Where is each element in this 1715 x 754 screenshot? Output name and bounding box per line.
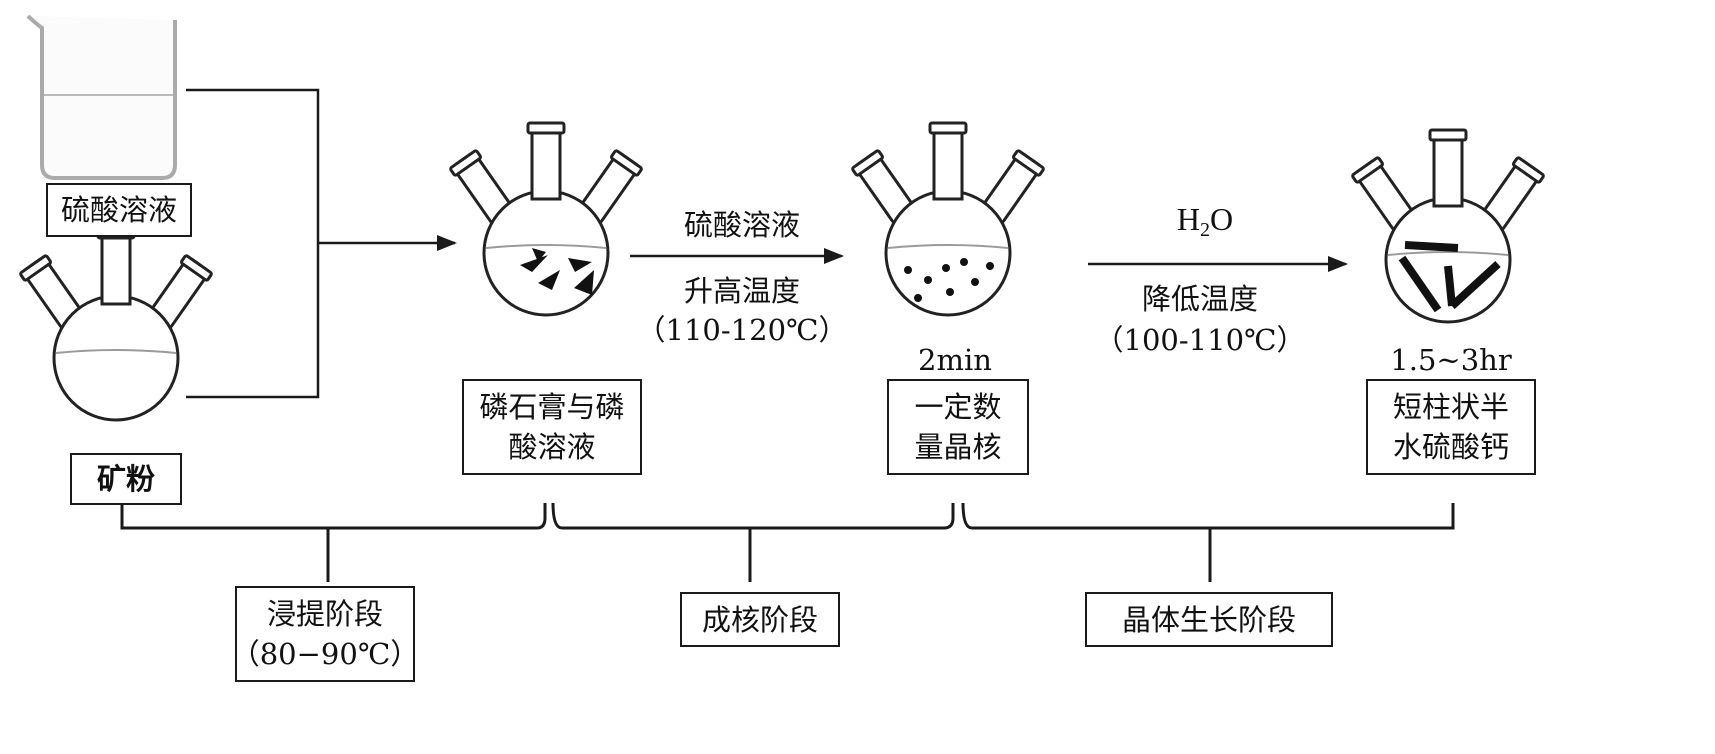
transition-2-action: 降低温度 bbox=[1141, 282, 1258, 316]
flakes bbox=[520, 248, 594, 295]
step-box-hemihydrate: 短柱状半 水硫酸钙 bbox=[1366, 379, 1536, 475]
sulfuric-acid-label: 硫酸溶液 bbox=[60, 193, 177, 227]
nuclei bbox=[904, 258, 994, 302]
water-formula-h: H bbox=[1176, 201, 1200, 237]
stage-name: 晶体生长阶段 bbox=[1121, 602, 1296, 637]
transition-2-temperature: （100-110℃） bbox=[1094, 323, 1306, 357]
stage-name: 浸提阶段 bbox=[266, 597, 383, 631]
transition-2-reagent: H2O bbox=[1150, 200, 1260, 249]
transition-1-action: 升高温度 bbox=[683, 274, 800, 308]
stage-bracket bbox=[120, 502, 1455, 582]
flask-with-nuclei-icon bbox=[850, 121, 1046, 317]
nucleation-time: 2min bbox=[918, 343, 992, 377]
stage-box-leaching: 浸提阶段 （80−90℃） bbox=[231, 586, 419, 682]
step-label-line: 水硫酸钙 bbox=[1392, 430, 1509, 464]
transition-1-reagent: 硫酸溶液 bbox=[683, 208, 800, 242]
step-label-line: 一定数 bbox=[914, 390, 1002, 424]
step-box-phosphogypsum: 磷石膏与磷 酸溶液 bbox=[462, 379, 642, 475]
rods bbox=[1398, 241, 1501, 313]
growth-time: 1.5~3hr bbox=[1390, 343, 1512, 377]
step-label-line: 酸溶液 bbox=[508, 430, 596, 464]
step-label-line: 磷石膏与磷 bbox=[479, 390, 625, 424]
ore-powder-label: 矿粉 bbox=[96, 462, 155, 496]
input-connector bbox=[186, 88, 457, 399]
transition-1-temperature: （110-120℃） bbox=[636, 313, 848, 347]
stage-name: 成核阶段 bbox=[701, 602, 818, 637]
sulfuric-acid-label-box: 硫酸溶液 bbox=[46, 183, 192, 237]
three-neck-flask-icon bbox=[18, 226, 214, 422]
stage-box-crystal-growth: 晶体生长阶段 bbox=[1085, 592, 1333, 647]
step-label-line: 量晶核 bbox=[914, 430, 1002, 464]
step-box-nuclei: 一定数 量晶核 bbox=[887, 379, 1029, 475]
beaker-icon bbox=[26, 14, 177, 180]
water-formula-o: O bbox=[1210, 201, 1234, 237]
stage-temperature: （80−90℃） bbox=[230, 637, 420, 671]
water-formula-subscript: 2 bbox=[1200, 219, 1210, 241]
step-label-line: 短柱状半 bbox=[1392, 390, 1509, 424]
ore-powder-label-box: 矿粉 bbox=[70, 453, 182, 505]
stage-box-nucleation: 成核阶段 bbox=[680, 592, 840, 647]
